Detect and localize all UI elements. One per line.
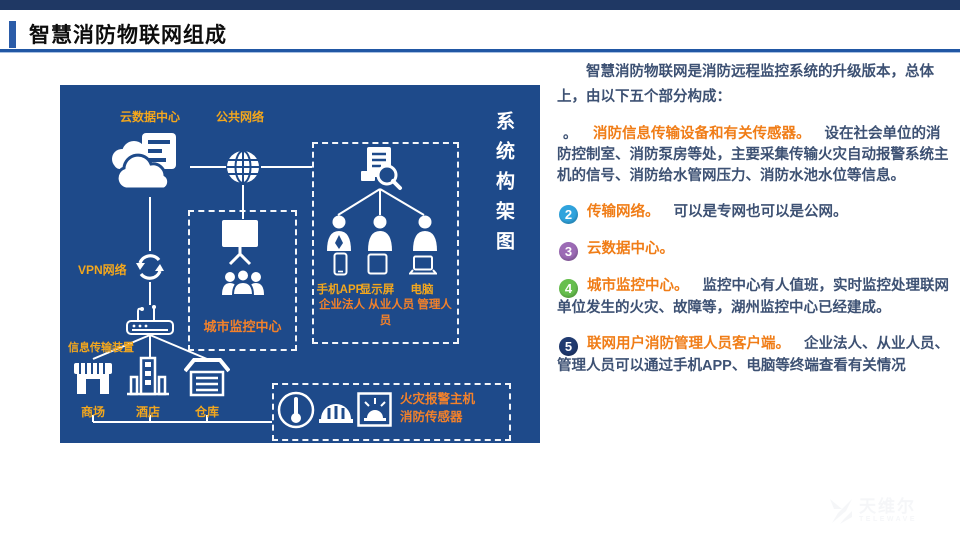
public-network-label: 公共网络 [216,110,265,124]
item2-heading: 传输网络。 [587,203,660,220]
content-column: 智慧消防物联网是消防远程监控系统的升级版本，总体上，由以下五个部分构成： 。消防… [557,60,949,392]
laptop-icon [407,255,439,280]
person-icon [412,215,438,256]
title-row: 智慧消防物联网组成 [9,19,227,49]
users-label: 企业法人 从业人员 管理人员 [319,299,452,327]
siren-alarm-icon [357,392,392,432]
item3-number-badge: 3 [559,241,578,261]
item4-body: 监控中心有人值班，实时监控处理联网单位发生的火灾、故障等，湖州监控中心已经建成。 [557,277,949,316]
sync-arrows-icon [134,251,166,288]
item1-body: 设在社会单位的消防控制室、消防泵房等处，主要采集传输火灾自动报警系统主机的信号、… [557,125,949,184]
cloud-center-label: 云数据中心 [120,110,181,124]
display-label: 显示屏 [359,284,395,296]
vpn-network-label: VPN网络 [78,263,127,277]
watermark-brand-cn: 天维尔 [859,497,916,516]
tablet-display-icon [367,253,388,280]
watermark: 天维尔 TELEWAVE [828,497,917,525]
smoke-detector-icon [318,397,354,430]
list-item: 2 传输网络。可以是专网也可以是公网。 [557,202,949,224]
telewave-logo-icon [830,499,852,524]
phone-icon [333,252,348,281]
globe-icon [225,149,261,190]
watermark-brand-en: TELEWAVE [859,516,917,523]
item1-heading: 消防信息传输设备和有关传感器。 [593,125,811,142]
title-accent-bar [9,20,16,48]
mall-building-icon [72,357,114,402]
list-item: 5 联网用户消防管理人员客户端。企业法人、从业人员、管理人员可以通过手机APP、电… [557,334,949,377]
fire-alarm-line2: 消防传感器 [400,410,463,424]
city-monitor-center-box: 城市监控中心 [188,210,297,351]
person-icon [367,215,393,256]
page-title: 智慧消防物联网组成 [29,24,227,47]
computer-label: 电脑 [410,284,434,296]
item4-number-badge: 4 [559,278,578,298]
item2-body: 可以是专网也可以是公网。 [673,203,848,220]
item5-heading: 联网用户消防管理人员客户端。 [587,335,790,352]
item1-dot-marker: 。 [563,124,577,141]
fire-alarm-text: 火灾报警主机 消防传感器 [400,390,475,426]
item5-body: 企业法人、从业人员、管理人员可以通过手机APP、电脑等终端查看有关情况 [557,335,949,374]
hotel-label: 酒店 [135,405,160,419]
list-item: 。消防信息传输设备和有关传感器。设在社会单位的消防控制室、消防泵房等处，主要采集… [557,123,949,187]
list-item: 4 城市监控中心。监控中心有人值班，实时监控处理联网单位发生的火灾、故障等，湖州监… [557,276,949,319]
item4-heading: 城市监控中心。 [587,277,689,294]
hotel-building-icon [126,355,170,402]
document-search-icon [357,145,403,196]
item2-number-badge: 2 [559,204,578,224]
client-users-box: 企业法人 从业人员 管理人员 [312,142,459,344]
fire-alarm-sensor-box [272,383,511,441]
diagram-vertical-title: 系统构架图 [493,111,514,261]
city-monitor-center-label: 城市监控中心 [203,319,282,334]
people-group-icon [220,268,266,300]
router-icon [124,305,176,342]
person-icon [326,215,352,256]
transmission-device-label: 信息传输装置 [68,342,134,354]
title-underline [0,49,960,53]
top-bar [0,0,960,10]
system-architecture-diagram: 城市监控中心 企业法人 从业人员 管理人员 云数据中心 公共网络 VPN网络 信… [60,85,540,443]
cloud-server-icon [106,131,190,198]
intro-paragraph: 智慧消防物联网是消防远程监控系统的升级版本，总体上，由以下五个部分构成： [557,64,934,106]
fire-alarm-line1: 火灾报警主机 [400,392,476,406]
item5-number-badge: 5 [559,336,578,356]
monitor-screen-icon [218,218,262,271]
phone-app-label: 手机APP [316,284,364,296]
item3-heading: 云数据中心。 [587,240,674,257]
mall-label: 商场 [80,405,105,419]
warehouse-icon [183,357,231,402]
warehouse-label: 仓库 [194,405,219,419]
thermometer-icon [277,391,315,434]
list-item: 3 云数据中心。 [557,239,949,261]
